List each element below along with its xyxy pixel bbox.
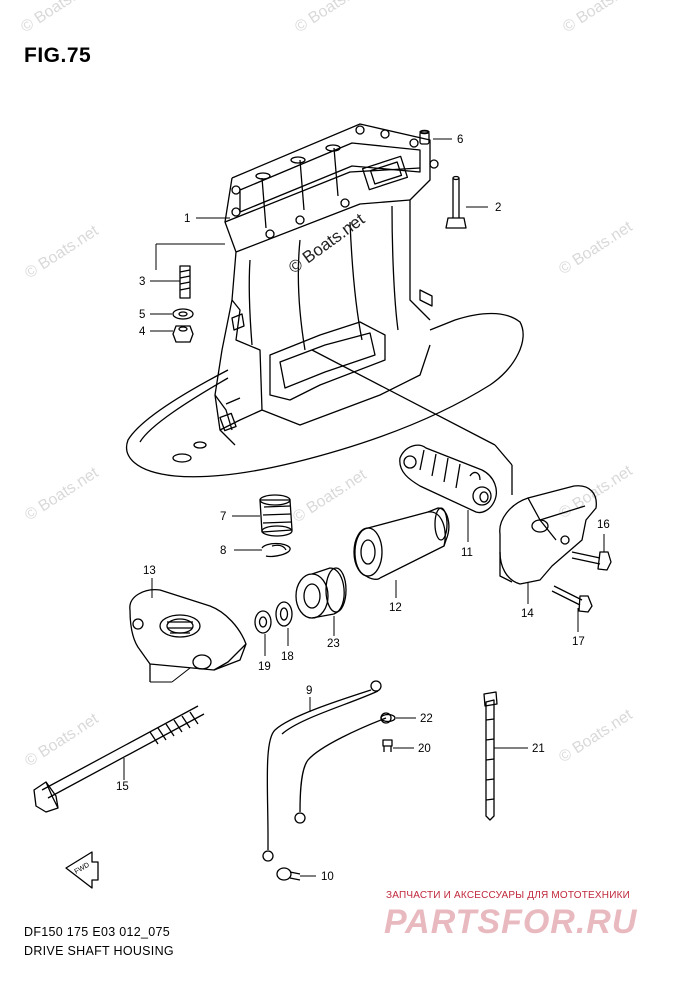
callout-11: 11 (461, 547, 473, 559)
callout-15: 15 (116, 781, 129, 793)
lower-mount-12 (353, 507, 450, 580)
rubber-mount-11 (399, 444, 497, 514)
fwd-arrow: FWD (65, 851, 99, 889)
callout-3: 3 (139, 276, 145, 288)
long-bolt-15 (33, 705, 205, 813)
cable-tie-21 (483, 691, 498, 821)
figure-title: FIG.75 (24, 44, 92, 67)
bolt-10 (276, 867, 301, 881)
callout-5: 5 (139, 309, 145, 321)
leader-lines (123, 138, 605, 877)
callout-4: 4 (139, 326, 146, 338)
bolt-2 (445, 175, 467, 229)
callout-20: 20 (418, 743, 431, 755)
callout-17: 17 (572, 636, 585, 648)
callout-2: 2 (495, 202, 501, 214)
grommet-23 (295, 567, 347, 619)
stud-bolt (179, 265, 191, 299)
callouts: 1 2 3 4 5 6 7 8 9 10 11 12 13 14 15 16 1… (116, 134, 610, 883)
bolt-20 (382, 739, 393, 752)
mount-bracket-13 (129, 589, 247, 682)
dowel-pin (419, 129, 430, 145)
washer-5 (172, 308, 194, 320)
upper-mount-7 (259, 494, 293, 537)
callout-7: 7 (220, 511, 226, 523)
washer-18 (275, 601, 293, 627)
callout-12: 12 (389, 602, 402, 614)
callout-16: 16 (597, 519, 610, 531)
diagram-caption: DRIVE SHAFT HOUSING (24, 944, 174, 958)
callout-14: 14 (521, 608, 534, 620)
callout-8: 8 (220, 545, 226, 557)
nut-4 (172, 325, 194, 343)
bolt-17 (551, 585, 593, 613)
clamp-14 (499, 485, 597, 585)
callout-1: 1 (184, 213, 190, 225)
branding-tagline: ЗАПЧАСТИ И АКСЕССУАРЫ ДЛЯ МОТОТЕХНИКИ (386, 890, 631, 901)
washer-22 (380, 713, 396, 723)
callout-10: 10 (321, 871, 334, 883)
callout-22: 22 (420, 713, 433, 725)
callout-13: 13 (143, 565, 156, 577)
washer-19 (254, 610, 272, 634)
callout-9: 9 (306, 685, 312, 697)
callout-6: 6 (457, 134, 463, 146)
bolt-16 (571, 551, 612, 571)
circlip-8 (261, 542, 291, 558)
callout-23: 23 (327, 638, 340, 650)
callout-19: 19 (258, 661, 271, 673)
branding-logo: PARTSFOR.RU (384, 903, 638, 941)
drive-shaft-housing (126, 123, 524, 495)
ground-wire-9 (262, 680, 392, 862)
callout-18: 18 (281, 651, 294, 663)
model-code: DF150 175 E03 012_075 (24, 925, 170, 939)
callout-21: 21 (532, 743, 545, 755)
